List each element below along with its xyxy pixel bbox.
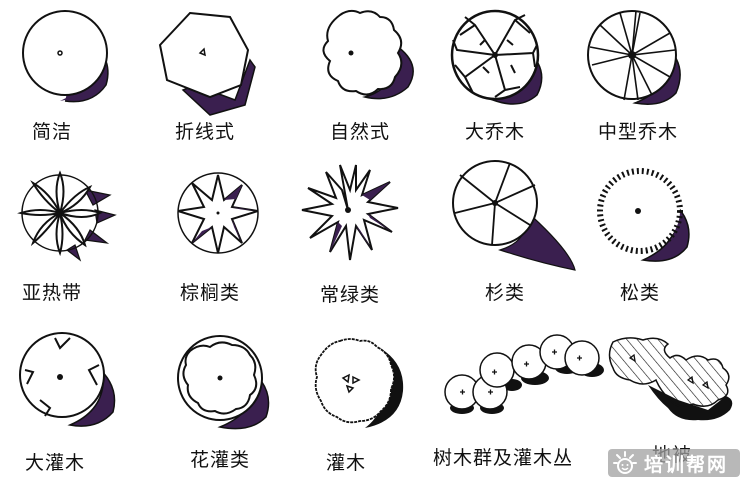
- symbol-label-evergreen: 常绿类: [320, 284, 381, 306]
- symbol-label-subtropical: 亚热带: [22, 282, 83, 304]
- fir-tree-symbol: [452, 160, 576, 271]
- medium-tree-symbol: [587, 10, 681, 105]
- symbol-label-polyline: 折线式: [175, 121, 236, 143]
- large-shrub-symbol: [19, 332, 116, 427]
- symbol-label-medium-tree: 中型乔木: [598, 121, 679, 143]
- symbol-label-large-tree: 大乔木: [465, 121, 526, 143]
- watermark: 培训帮网: [608, 449, 740, 477]
- symbol-label-large-shrub: 大灌木: [25, 452, 86, 474]
- subtropical-tree-symbol: [17, 170, 117, 262]
- simple-tree-symbol: [22, 10, 109, 103]
- symbol-label-flowering-shrub: 花灌类: [190, 449, 251, 471]
- symbol-label-shrub: 灌木: [326, 452, 367, 474]
- pine-tree-symbol: [597, 168, 690, 262]
- natural-tree-symbol: [322, 9, 414, 100]
- watermark-text: 培训帮网: [644, 453, 729, 476]
- shrub-symbol: [314, 338, 404, 428]
- symbol-label-tree-group: 树木群及灌木丛: [433, 447, 574, 469]
- large-tree-symbol: [450, 9, 543, 105]
- ground-cover-symbol: [608, 337, 733, 421]
- symbol-label-natural: 自然式: [330, 121, 391, 143]
- symbol-label-palm: 棕榈类: [180, 282, 241, 304]
- polyline-tree-symbol: [158, 11, 256, 116]
- palm-tree-symbol: [177, 172, 259, 254]
- symbol-label-pine: 松类: [620, 282, 661, 304]
- symbol-label-fir: 杉类: [485, 282, 526, 304]
- tree-group-symbol: [444, 334, 604, 414]
- sun-face-icon: [613, 451, 637, 474]
- symbol-label-simple: 简洁: [32, 121, 73, 143]
- evergreen-tree-symbol: [301, 164, 399, 261]
- flowering-shrub-symbol: [177, 335, 270, 430]
